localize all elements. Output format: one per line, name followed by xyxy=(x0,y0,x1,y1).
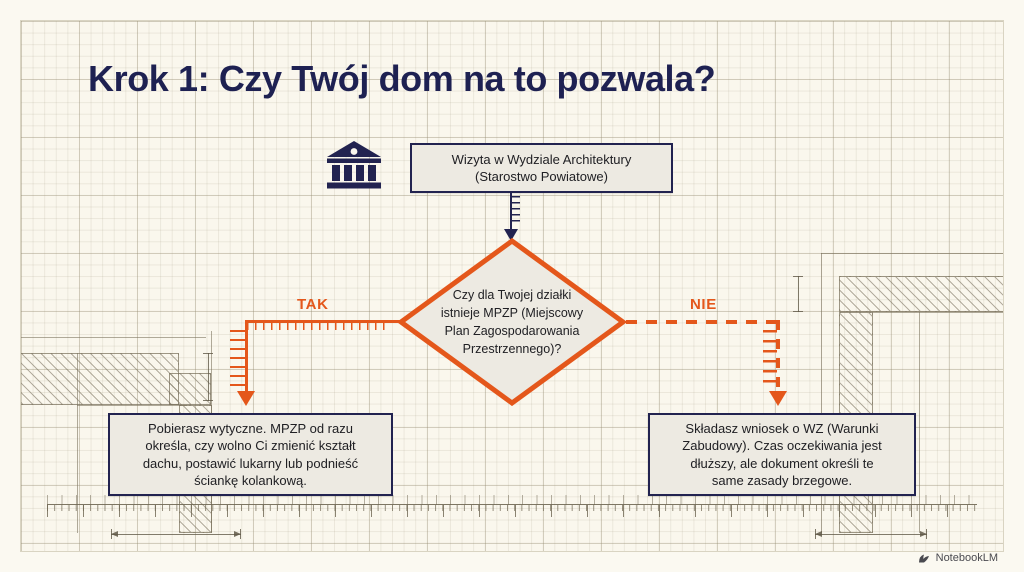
ruler-scale xyxy=(47,504,977,519)
wall-edge-right-inner xyxy=(919,312,920,533)
start-node-label: Wizyta w Wydziale Architektury (Starostw… xyxy=(451,151,632,184)
connector-start-to-decision xyxy=(510,193,512,231)
start-node[interactable]: Wizyta w Wydziale Architektury (Starostw… xyxy=(410,143,673,193)
page-title: Krok 1: Czy Twój dom na to pozwala? xyxy=(88,58,716,99)
wall-hatch-left-upper xyxy=(21,353,179,405)
branch-label-tak: TAK xyxy=(297,296,329,313)
wall-hatch-right-top xyxy=(839,276,1003,312)
decision-node-label: Czy dla Twojej działki istnieje MPZP (Mi… xyxy=(440,287,584,357)
outcome-node-tak-label: Pobierasz wytyczne. MPZP od razu określa… xyxy=(142,421,359,488)
outcome-node-nie[interactable]: Składasz wniosek o WZ (Warunki Zabudowy)… xyxy=(648,413,916,496)
connector-tak-vertical-ticks xyxy=(230,330,245,388)
dimension-bottom-right xyxy=(815,529,927,539)
wall-edge-left-top xyxy=(21,337,206,338)
wall-edge-right-lower xyxy=(873,312,1003,313)
connector-tak-vertical xyxy=(245,320,248,393)
branch-label-nie: NIE xyxy=(690,296,717,313)
dimension-bottom-left xyxy=(111,529,241,539)
wall-edge-right-top xyxy=(821,253,1003,254)
wall-edge-left-vert xyxy=(77,353,78,533)
wall-edge-right-vert xyxy=(821,253,822,533)
outcome-node-tak[interactable]: Pobierasz wytyczne. MPZP od razu określa… xyxy=(108,413,393,496)
notebooklm-watermark-label: NotebookLM xyxy=(935,552,998,564)
connector-tak-horizontal-ticks xyxy=(247,323,391,330)
notebooklm-watermark: NotebookLM xyxy=(918,552,998,564)
wall-edge-left-bottom xyxy=(77,405,187,406)
classical-building-icon xyxy=(325,139,383,191)
connector-nie-vertical xyxy=(776,320,780,393)
connector-nie-vertical-ticks xyxy=(763,330,777,388)
connector-tak-horizontal xyxy=(245,320,400,323)
connector-start-arrowhead xyxy=(504,229,518,241)
connector-nie-arrowhead xyxy=(769,391,787,406)
connector-start-ticks xyxy=(512,196,520,226)
dimension-left-vertical xyxy=(203,353,213,401)
connector-tak-arrowhead xyxy=(237,391,255,406)
dimension-right-vertical xyxy=(793,276,803,312)
wall-hatch-left-nub xyxy=(169,373,211,405)
notebooklm-icon xyxy=(918,554,929,562)
decision-node[interactable]: Czy dla Twojej działki istnieje MPZP (Mi… xyxy=(398,238,626,406)
outcome-node-nie-label: Składasz wniosek o WZ (Warunki Zabudowy)… xyxy=(682,421,882,488)
connector-nie-horizontal xyxy=(626,320,780,324)
